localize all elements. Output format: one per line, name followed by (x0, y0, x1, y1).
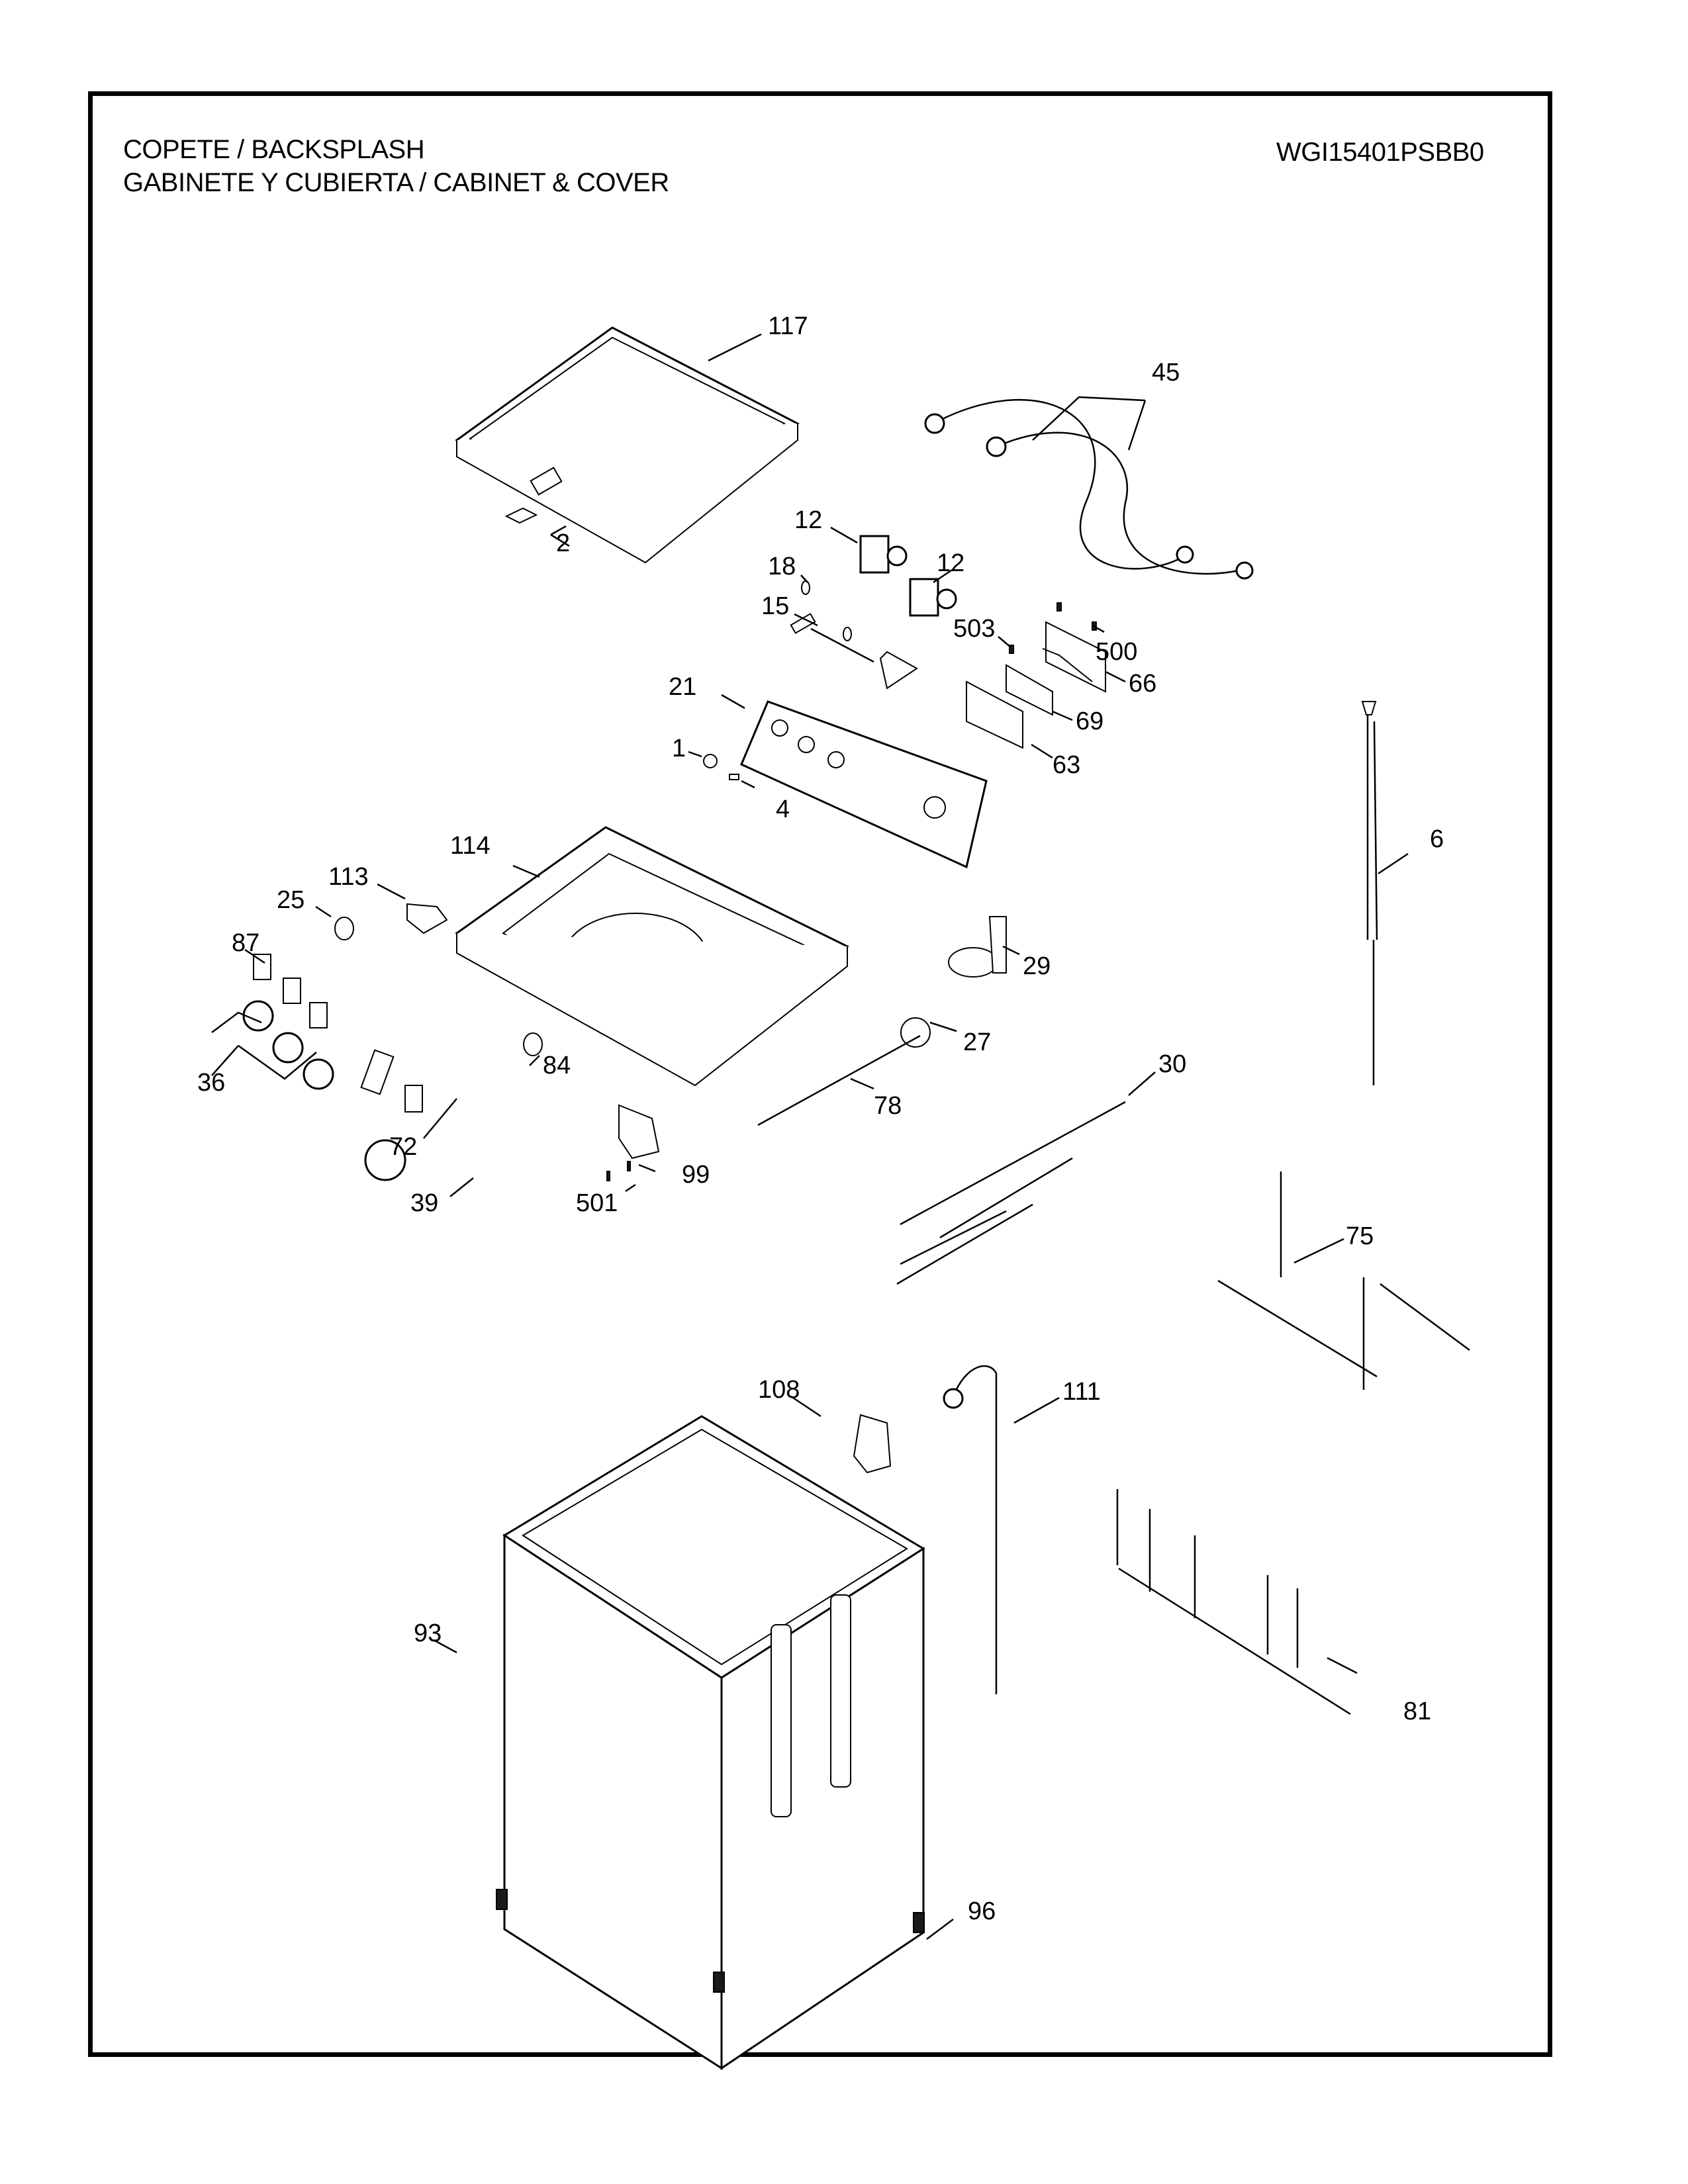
callout-18[interactable]: 18 (768, 553, 796, 580)
callout-78[interactable]: 78 (874, 1092, 902, 1120)
callout-69[interactable]: 69 (1076, 707, 1103, 735)
callout-1[interactable]: 1 (672, 735, 686, 762)
callout-84[interactable]: 84 (543, 1052, 571, 1079)
callout-87[interactable]: 87 (232, 929, 259, 957)
part-87-switch[interactable] (283, 978, 301, 1004)
callout-15[interactable]: 15 (761, 592, 789, 620)
section-title-cabinet-cover: GABINETE Y CUBIERTA / CABINET & COVER (123, 168, 669, 197)
part-501-screw[interactable] (627, 1161, 631, 1171)
part-25-bearing[interactable] (334, 917, 354, 940)
callout-45[interactable]: 45 (1152, 359, 1180, 387)
part-87-switch[interactable] (309, 1002, 328, 1028)
part-500-screw[interactable] (1056, 602, 1097, 631)
callout-501[interactable]: 501 (576, 1189, 618, 1217)
part-45-inlet-hoses[interactable] (924, 398, 1254, 580)
part-108-drain-nozzle[interactable] (853, 1414, 892, 1474)
callout-111[interactable]: 111 (1062, 1378, 1101, 1406)
section-title-backsplash: COPETE / BACKSPLASH (123, 135, 425, 164)
part-75-wire-harness[interactable] (1217, 1171, 1470, 1390)
part-36-knob[interactable] (303, 1058, 334, 1090)
part-36-knob[interactable] (242, 1000, 274, 1032)
callout-2[interactable]: 2 (556, 529, 570, 557)
callout-63[interactable]: 63 (1053, 751, 1080, 779)
part-78-pressure-tube[interactable] (757, 1034, 921, 1126)
part-4-light-pipe[interactable] (729, 774, 739, 780)
callout-29[interactable]: 29 (1023, 952, 1051, 980)
leader-lines (211, 333, 1409, 1940)
callout-108[interactable]: 108 (758, 1376, 800, 1404)
callout-75[interactable]: 75 (1346, 1222, 1374, 1250)
part-81-wire-harness[interactable] (1116, 1489, 1351, 1715)
callout-81[interactable]: 81 (1403, 1698, 1431, 1725)
part-113-dispenser[interactable] (406, 903, 448, 934)
part-66-board-bracket[interactable] (1042, 621, 1106, 693)
part-15-fill-tube[interactable] (790, 613, 918, 690)
part-21-console[interactable] (740, 700, 988, 869)
part-114-top-frame[interactable] (455, 826, 849, 1087)
part-25-bearing[interactable] (523, 1032, 543, 1056)
callout-25[interactable]: 25 (277, 886, 305, 914)
part-96-leveling-leg[interactable] (496, 1889, 508, 1910)
callout-36[interactable]: 36 (197, 1069, 225, 1097)
callout-12[interactable]: 12 (794, 506, 822, 534)
part-63-board-housing[interactable] (966, 680, 1023, 749)
callout-96[interactable]: 96 (968, 1897, 996, 1925)
part-2-pad[interactable] (504, 507, 538, 524)
callout-66[interactable]: 66 (1129, 670, 1156, 698)
part-501-screw[interactable] (606, 1171, 610, 1181)
callout-113[interactable]: 113 (328, 863, 369, 891)
part-111-drain-hose[interactable] (943, 1365, 998, 1694)
part-36-knob[interactable] (272, 1032, 304, 1064)
callout-21[interactable]: 21 (669, 673, 696, 701)
part-96-leveling-leg[interactable] (913, 1912, 925, 1933)
part-12-water-valve[interactable] (909, 578, 957, 617)
part-93-cabinet[interactable] (502, 1415, 925, 2070)
part-6-suspension-rod[interactable] (1361, 701, 1378, 1085)
part-1-knob-insert[interactable] (703, 754, 718, 768)
callout-93[interactable]: 93 (414, 1619, 442, 1647)
part-72-selector-switch[interactable] (360, 1049, 395, 1095)
callout-72[interactable]: 72 (389, 1133, 417, 1161)
callout-4[interactable]: 4 (776, 796, 790, 823)
part-12-water-valve[interactable] (859, 535, 908, 574)
part-87-switch[interactable] (253, 954, 271, 980)
part-96-leveling-leg[interactable] (713, 1972, 725, 1993)
part-39-knob[interactable] (364, 1139, 406, 1181)
callout-39[interactable]: 39 (410, 1189, 438, 1217)
part-29-suspension-bracket[interactable] (948, 916, 1007, 978)
callout-503[interactable]: 503 (953, 615, 995, 643)
part-18-clamp[interactable] (801, 580, 810, 595)
callout-12[interactable]: 12 (937, 549, 964, 577)
callout-99[interactable]: 99 (682, 1161, 710, 1189)
part-18-clamp[interactable] (843, 627, 852, 641)
callout-30[interactable]: 30 (1158, 1050, 1186, 1078)
callout-500[interactable]: 500 (1096, 638, 1137, 666)
part-117-lid[interactable] (455, 326, 800, 564)
callout-27[interactable]: 27 (963, 1028, 991, 1056)
callout-114[interactable]: 114 (450, 832, 491, 860)
part-84-switch[interactable] (404, 1085, 423, 1113)
part-30-wire-harness[interactable] (896, 1101, 1126, 1285)
part-503-screw[interactable] (1009, 645, 1014, 654)
callout-117[interactable]: 117 (768, 312, 808, 340)
part-69-control-board[interactable] (1006, 664, 1053, 716)
part-99-terminal-block[interactable] (618, 1104, 660, 1160)
diagram-border (88, 91, 1552, 2057)
model-number: WGI15401PSBB0 (1276, 138, 1484, 167)
part-27-pressure-switch[interactable] (900, 1017, 931, 1048)
callout-6[interactable]: 6 (1430, 825, 1444, 853)
